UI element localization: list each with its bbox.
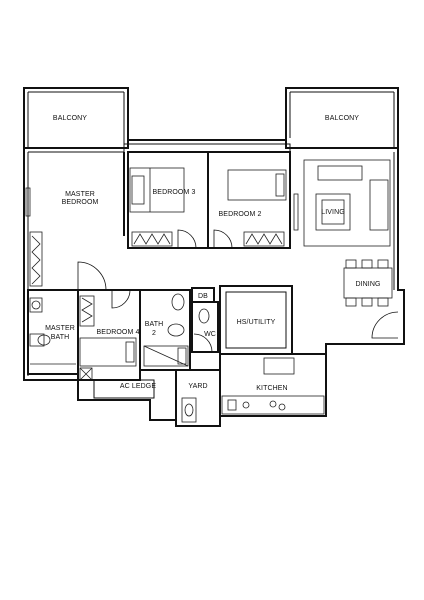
label-bedroom-3: BEDROOM 3 bbox=[153, 189, 196, 196]
kitchen bbox=[219, 353, 327, 417]
label-balcony-left: BALCONY bbox=[53, 115, 87, 122]
label-master-bedroom-line2: BEDROOM bbox=[62, 199, 99, 206]
dining-area bbox=[343, 259, 399, 339]
label-db: DB bbox=[198, 293, 208, 300]
yard bbox=[175, 369, 221, 427]
outer-walls bbox=[23, 139, 405, 427]
label-bedroom-2: BEDROOM 2 bbox=[219, 211, 262, 218]
label-hs-utility: HS/UTILITY bbox=[237, 319, 276, 326]
label-wc: WC bbox=[204, 331, 216, 338]
bedroom-2 bbox=[207, 151, 299, 249]
label-balcony-right: BALCONY bbox=[325, 115, 359, 122]
ac-ledge bbox=[93, 379, 155, 399]
master-bedroom bbox=[25, 152, 125, 291]
label-bath-2-line2: 2 bbox=[152, 330, 156, 337]
balcony-right bbox=[285, 87, 399, 149]
bath-2 bbox=[139, 289, 191, 371]
wc-room bbox=[191, 301, 219, 353]
label-master-bath-line1: MASTER bbox=[45, 325, 75, 332]
label-kitchen: KITCHEN bbox=[256, 385, 287, 392]
label-living: LIVING bbox=[321, 209, 345, 216]
label-yard: YARD bbox=[188, 383, 207, 390]
label-master-bedroom-line1: MASTER bbox=[65, 191, 95, 198]
label-bedroom-4: BEDROOM 4 bbox=[97, 329, 140, 336]
label-bath-2-line1: BATH bbox=[145, 321, 164, 328]
label-dining: DINING bbox=[355, 281, 380, 288]
bedroom-3 bbox=[127, 151, 209, 249]
living-room bbox=[289, 152, 391, 248]
label-master-bath-line2: BATH bbox=[51, 334, 70, 341]
label-ac-ledge: AC LEDGE bbox=[120, 383, 156, 390]
